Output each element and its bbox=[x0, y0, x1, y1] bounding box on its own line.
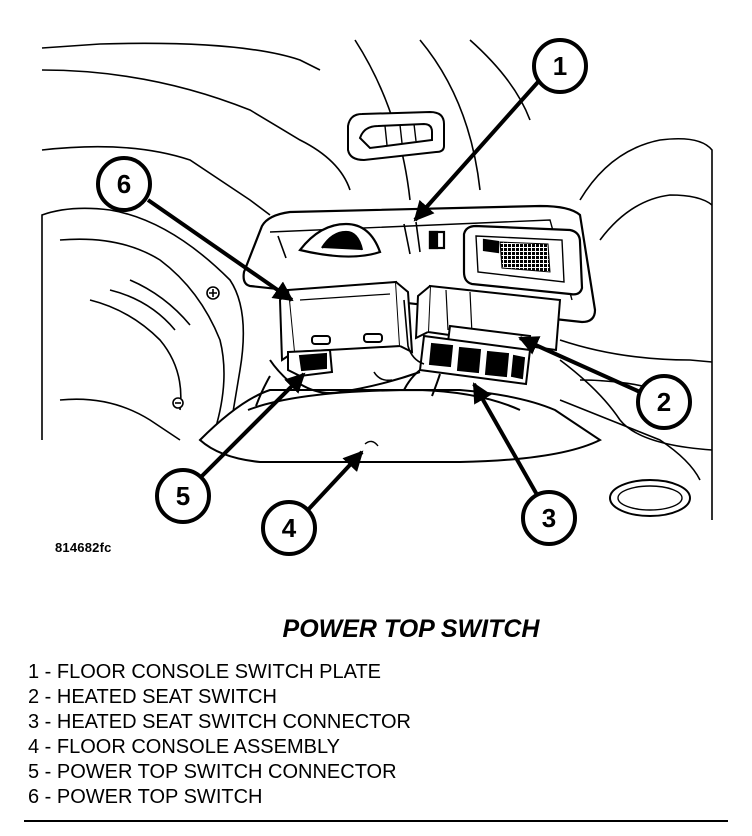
legend-item-2: 2 - HEATED SEAT SWITCH bbox=[28, 686, 277, 708]
power-top-switch bbox=[278, 280, 414, 362]
leader-line-2 bbox=[518, 336, 641, 394]
screw-heads bbox=[172, 286, 220, 409]
callout-6-label: 6 bbox=[117, 169, 131, 199]
leader-line-6 bbox=[146, 198, 294, 302]
legend-item-6: 6 - POWER TOP SWITCH bbox=[28, 786, 263, 808]
power-top-switch-connector bbox=[255, 348, 421, 407]
figure-title: POWER TOP SWITCH bbox=[282, 615, 540, 643]
legend-item-4: 4 - FLOOR CONSOLE ASSEMBLY bbox=[28, 736, 340, 758]
callout-5-label: 5 bbox=[176, 481, 190, 511]
leader-lines bbox=[146, 80, 641, 514]
callout-1-label: 1 bbox=[553, 51, 567, 81]
callout-3: 3 bbox=[521, 490, 577, 546]
leader-line-1 bbox=[413, 80, 540, 222]
legend-item-5: 5 - POWER TOP SWITCH CONNECTOR bbox=[28, 761, 397, 783]
callout-5: 5 bbox=[155, 468, 211, 524]
leader-line-3 bbox=[472, 382, 542, 501]
figure-id: 814682fc bbox=[55, 540, 112, 555]
legend-item-1: 1 - FLOOR CONSOLE SWITCH PLATE bbox=[28, 661, 382, 683]
callout-3-label: 3 bbox=[542, 503, 556, 533]
interior-background bbox=[41, 39, 713, 520]
heated-seat-switch-connector bbox=[403, 334, 532, 397]
callout-2: 2 bbox=[636, 374, 692, 430]
grab-handle bbox=[347, 110, 445, 162]
console-illustration: 1 2 3 4 5 6 bbox=[41, 38, 713, 556]
legend-item-3: 3 - HEATED SEAT SWITCH CONNECTOR bbox=[28, 711, 411, 733]
callout-4-label: 4 bbox=[282, 513, 297, 543]
wiring-harness bbox=[373, 299, 425, 382]
leader-line-5 bbox=[198, 372, 306, 480]
bottom-rule bbox=[24, 820, 728, 822]
callout-1: 1 bbox=[532, 38, 588, 94]
floor-console-body bbox=[198, 388, 602, 463]
leader-line-4 bbox=[304, 450, 364, 514]
legend-list: 1 - FLOOR CONSOLE SWITCH PLATE 2 - HEATE… bbox=[28, 660, 411, 810]
cupholder-ring bbox=[609, 479, 691, 517]
callout-4: 4 bbox=[261, 500, 317, 556]
callout-6: 6 bbox=[96, 156, 152, 212]
callout-2-label: 2 bbox=[657, 387, 671, 417]
